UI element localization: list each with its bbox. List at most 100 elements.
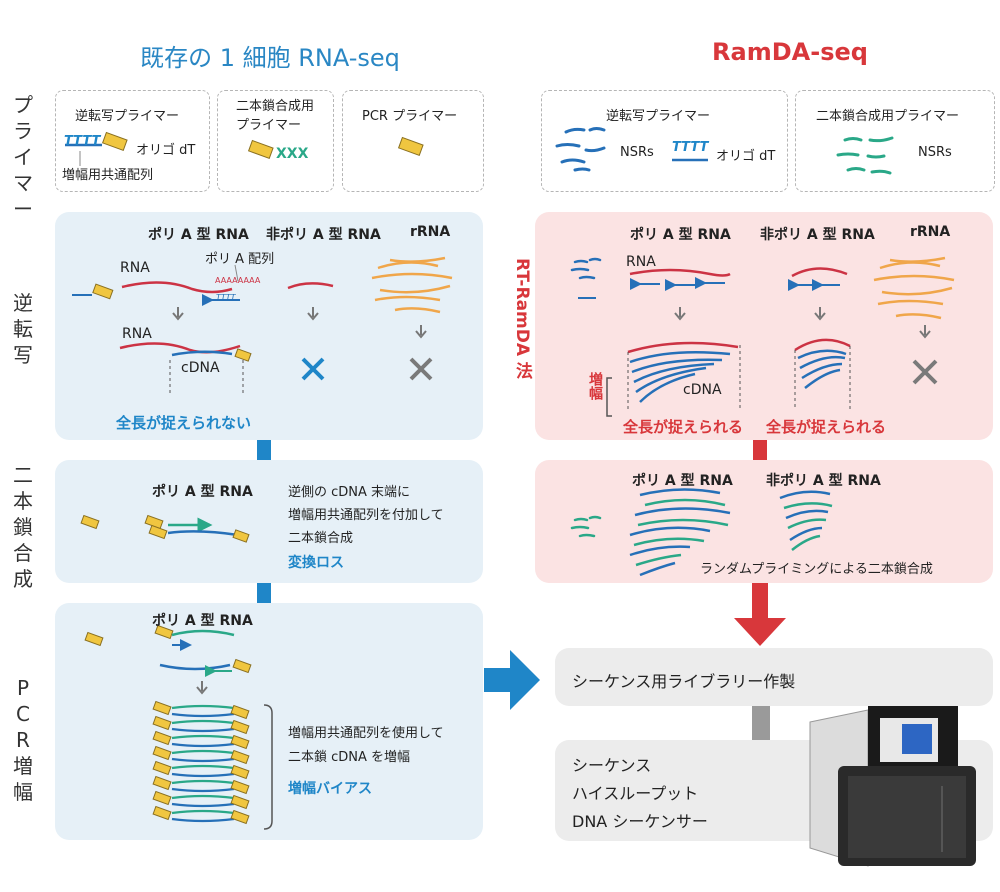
left-pcr-first-round [154, 624, 252, 677]
left-pcr-desc-2: 二本鎖 cDNA を増幅 [288, 750, 411, 765]
left-ds-primer-title-2: プライマー [236, 118, 302, 133]
left-rrna-cross [409, 357, 433, 381]
pcr-primer-block [230, 704, 250, 720]
left-rt-col-polya: ポリ A 型 RNA [148, 227, 249, 243]
left-connector-1 [257, 440, 271, 460]
pcr-strand-blue [171, 742, 235, 748]
right-rt-nsrs-small [570, 257, 602, 280]
left-rt-result: 全長が捉えられない [116, 414, 252, 432]
left-ds-panel [55, 460, 483, 583]
pcr-primer-block [230, 734, 250, 750]
high-throughput-label: ハイスループット [572, 784, 699, 803]
pcr-strand-green [171, 809, 235, 815]
right-nonpolya-rna-2 [794, 338, 851, 352]
right-rna-strand [629, 268, 731, 277]
right-ds-desc: ランダムプライミングによる二本鎖合成 [700, 562, 933, 577]
pcr-primer-block [152, 775, 172, 791]
left-rt-col-nonpolya: 非ポリ A 型 RNA [266, 227, 381, 243]
left-rt-panel [55, 212, 483, 440]
pcr-primer-block [152, 760, 172, 776]
red-down-arrow [734, 583, 786, 646]
left-rrna-tangle [371, 256, 453, 314]
right-rt-primer-title: 逆転写プライマー [606, 109, 711, 124]
left-ds-primer-title-1: 二本鎖合成用 [236, 99, 315, 114]
left-pcr-primer-title: PCR プライマー [362, 109, 458, 124]
left-ds-loss: 変換ロス [288, 555, 344, 571]
pcr-primer-block [230, 794, 250, 810]
blue-right-arrow [484, 650, 540, 710]
left-title: 既存の 1 細胞 RNA-seq [140, 44, 400, 72]
pcr-primer-block [230, 779, 250, 795]
pcr-strand-green [171, 764, 235, 770]
left-rna-strand-2 [119, 342, 241, 354]
right-rt-method: RT-RamDA 法 [512, 258, 532, 379]
right-rt-amp: 増幅 [587, 372, 603, 400]
left-rt-primer-title: 逆転写プライマー [75, 109, 180, 124]
row-label-rt: 逆転写 [13, 291, 33, 367]
left-ds-desc-3: 二本鎖合成 [288, 531, 354, 546]
left-rt-cdna-label: cDNA [181, 360, 220, 376]
pcr-primer-block [152, 730, 172, 746]
left-pcr-bracket [263, 704, 273, 830]
pcr-primer-block [152, 805, 172, 821]
right-oligo-dt: オリゴ dT [716, 149, 776, 164]
pcr-primer-icon [397, 136, 424, 157]
pcr-primer-block [230, 764, 250, 780]
pcr-strand-blue [171, 757, 235, 763]
left-rt-col-rrna: rRNA [410, 224, 451, 240]
gray-connector [752, 706, 770, 740]
right-title: RamDA-seq [712, 38, 868, 66]
left-ds-desc-2: 増幅用共通配列を付加して [288, 508, 444, 523]
right-rt-cdna-label: cDNA [683, 382, 722, 398]
right-nonpolya-cdna-fan [797, 349, 847, 389]
left-ds-strands [144, 514, 250, 543]
left-rt-primer-small [72, 283, 114, 300]
right-ds-panel [535, 460, 993, 583]
right-ds-nonpolya-fan [779, 490, 833, 551]
pcr-strand-blue [171, 817, 235, 823]
pcr-primer-block [230, 719, 250, 735]
right-ds-polya-fan [629, 488, 731, 577]
left-cdna-strand [171, 350, 233, 357]
library-label: シーケンス用ライブラリー作製 [572, 672, 796, 691]
right-primer-box-ds [795, 90, 995, 192]
right-connector-1 [753, 440, 767, 460]
left-rna-strand [121, 281, 233, 294]
pcr-strand-green [171, 734, 235, 740]
right-rt-rna-label: RNA [626, 254, 656, 270]
left-connector-2 [257, 583, 271, 603]
right-rrna-tangle [873, 256, 955, 320]
pcr-strand-green [171, 794, 235, 800]
pcr-strand-blue [171, 727, 235, 733]
right-ds-primer-title: 二本鎖合成用プライマー [816, 109, 960, 124]
pcr-strand-green [171, 704, 235, 710]
left-nonpolya-cross [301, 357, 325, 381]
right-nsrs: NSRs [620, 145, 654, 160]
left-pcr-desc-1: 増幅用共通配列を使用して [288, 726, 444, 741]
pcr-strand-blue [171, 787, 235, 793]
left-common-seq: 増幅用共通配列 [62, 168, 154, 183]
right-ds-col-polya: ポリ A 型 RNA [632, 473, 733, 489]
left-rt-aaaa: AAAAAAAA [215, 276, 261, 285]
pcr-primer-block [152, 790, 172, 806]
left-primer-box-rt [55, 90, 210, 192]
right-nonpolya-rna [791, 267, 848, 278]
left-oligo-dt: オリゴ dT [136, 143, 196, 158]
right-rt-result-1: 全長が捉えられる [623, 418, 744, 436]
left-ds-desc-1: 逆側の cDNA 末端に [288, 485, 411, 500]
pcr-primer-block [152, 700, 172, 716]
left-rt-tttt: TTTT [216, 293, 236, 302]
pcr-primer-block [152, 715, 172, 731]
nsrs-blue-icon [555, 127, 606, 172]
pcr-strand-blue [171, 712, 235, 718]
right-rt-col-nonpolya: 非ポリ A 型 RNA [760, 227, 875, 243]
row-label-primer: プライマー [13, 93, 33, 221]
right-amp-bracket [606, 377, 612, 417]
right-rt-result-2: 全長が捉えられる [766, 418, 887, 436]
dna-sequencer-label: DNA シーケンサー [572, 812, 708, 831]
nsrs-green-icon [836, 136, 894, 175]
row-label-ds: 二本鎖合成 [13, 463, 33, 591]
pcr-strand-green [171, 749, 235, 755]
